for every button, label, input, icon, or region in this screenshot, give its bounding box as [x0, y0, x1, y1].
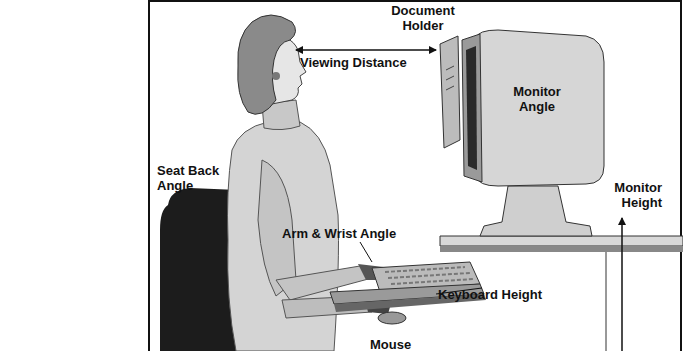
document-holder	[440, 36, 460, 148]
arm-angle-leader	[360, 242, 372, 262]
frame-border	[149, 1, 681, 351]
part-label: Seat Back Angle	[157, 163, 232, 193]
hair	[238, 15, 296, 114]
part-label: Viewing Distance	[300, 55, 407, 70]
desk-edge	[440, 246, 683, 252]
part-label: Monitor Height	[598, 180, 662, 210]
monitor-stand	[480, 186, 592, 236]
part-label: Mouse	[370, 337, 411, 351]
part-label: Keyboard Height	[438, 287, 542, 302]
monitor-height-arrow	[621, 218, 623, 351]
viewing-distance-arrow	[296, 49, 436, 51]
node-label: Monitor Angle	[502, 84, 572, 114]
monitor-screen	[466, 46, 477, 170]
desk-leg	[606, 252, 607, 351]
desk-top	[440, 236, 683, 246]
mouse-device	[378, 312, 406, 324]
keyboard-keys	[385, 267, 474, 284]
monitor-body	[476, 30, 604, 186]
document-lines	[446, 66, 454, 90]
part-label: Arm & Wrist Angle	[282, 226, 396, 241]
ear	[272, 72, 280, 80]
monitor-bezel	[462, 34, 482, 182]
part-label: Document Holder	[388, 3, 458, 33]
monitor-node: Monitor Angle	[458, 26, 606, 188]
